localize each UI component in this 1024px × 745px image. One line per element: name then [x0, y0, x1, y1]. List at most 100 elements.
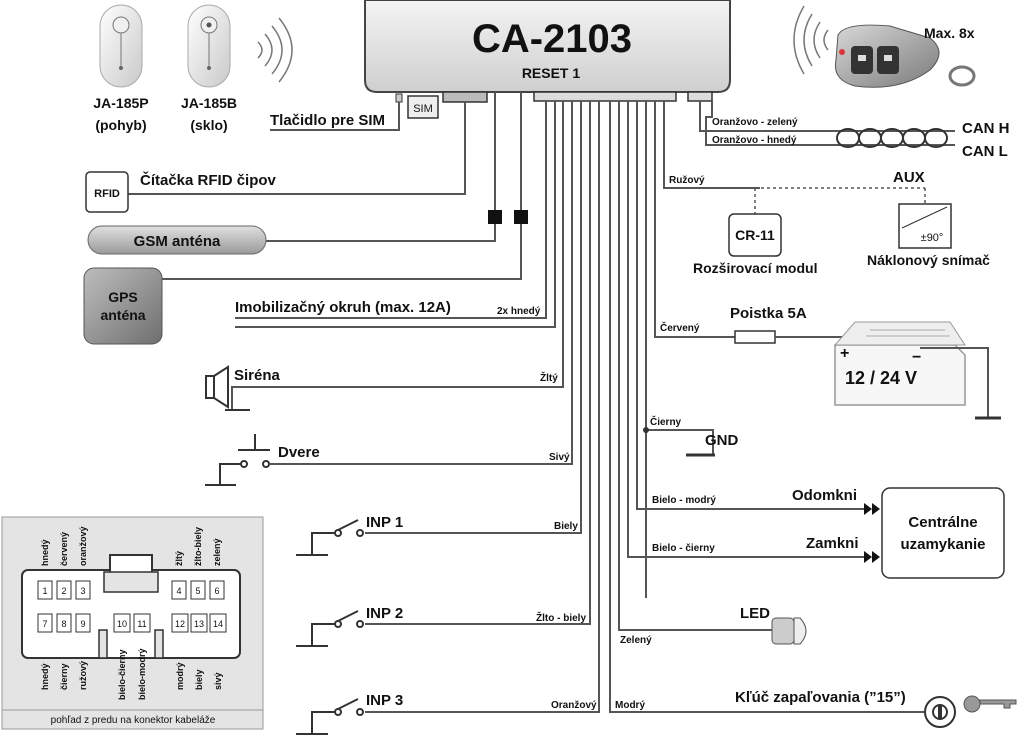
- battery-icon: [833, 321, 966, 406]
- inp2-wire: [365, 101, 591, 625]
- gps-antenna-connector: [514, 210, 528, 224]
- gsm-antenna: [87, 225, 267, 255]
- ignition-wire: [609, 101, 925, 713]
- battery-voltage-label: 12 / 24 V: [845, 368, 917, 388]
- pin-4-color: žltý: [174, 551, 184, 566]
- detector-ja185p: [99, 4, 143, 88]
- ignition-lock-icon: [924, 696, 956, 728]
- led-wire: [618, 101, 772, 631]
- inp3-label: INP 3: [366, 692, 403, 709]
- pin-6: 6: [214, 586, 219, 596]
- can-h-wire-label: Oranžovo - zelený: [712, 117, 798, 128]
- ignition-label: Kľúč zapaľovania (”15”): [735, 689, 906, 706]
- led-wire-label: Zelený: [620, 635, 652, 646]
- rfid-wire: [128, 102, 466, 195]
- cr11-module-box: [728, 213, 782, 257]
- inp1-switch-icon: [296, 519, 364, 556]
- inp2-wire-label: Žlto - biely: [536, 611, 586, 624]
- aux-label: AUX: [893, 169, 925, 186]
- unlock-wire-label: Bielo - modrý: [652, 495, 716, 506]
- rfid-label: Čítačka RFID čipov: [140, 171, 277, 189]
- gnd-wire: [646, 429, 714, 455]
- inp2-switch-icon: [296, 610, 364, 647]
- gsm-antenna-label: GSM anténa: [134, 233, 221, 250]
- pin-13-color: biely: [194, 669, 204, 690]
- aux-dashed-bus: [754, 187, 926, 214]
- pin-11-color: bielo-modrý: [137, 648, 147, 700]
- inp1-label: INP 1: [366, 514, 403, 531]
- can-connector: [687, 91, 713, 102]
- immobilizer-wire-label: 2x hnedý: [497, 306, 541, 317]
- power-wire: [654, 101, 735, 338]
- connector-pinout-panel: 1 2 3 4 5 6 7 8 9 10 11 12 13 14 hnedý č…: [1, 516, 264, 730]
- pin-2-color: červený: [59, 532, 69, 566]
- pin-2: 2: [61, 586, 66, 596]
- can-h-label: CAN H: [962, 120, 1010, 137]
- central-locking-line1: Centrálne: [908, 514, 977, 531]
- rfid-connector: [442, 91, 488, 103]
- cr11-module-name: CR-11: [735, 227, 775, 243]
- inp1-wire-label: Biely: [554, 521, 578, 532]
- pin-13: 13: [194, 619, 204, 629]
- wireless-waves-left-icon: [257, 17, 293, 83]
- battery-ground-wire: [920, 347, 989, 418]
- rfid-box: [85, 171, 129, 213]
- tilt-sensor-icon: [901, 206, 948, 229]
- pin-8-color: čierny: [59, 663, 69, 690]
- central-locking-box: [881, 487, 1005, 579]
- main-harness-connector: [533, 91, 677, 102]
- ignition-wire-label: Modrý: [615, 700, 645, 711]
- detector-ja185b: [187, 4, 231, 88]
- tilt-sensor-label: Náklonový snímač: [867, 252, 990, 268]
- lock-arrow-icon: [864, 551, 880, 563]
- pin-6-color: zelený: [212, 538, 222, 566]
- pin-4: 4: [176, 586, 181, 596]
- gsm-antenna-wire: [265, 224, 496, 242]
- unit-title: CA-2103: [472, 17, 632, 61]
- pin-9: 9: [80, 619, 85, 629]
- door-switch-icon: [205, 434, 270, 486]
- can-l-label: CAN L: [962, 143, 1008, 160]
- pin-9-color: ružový: [78, 661, 88, 690]
- aux-wire-label: Ružový: [669, 175, 705, 186]
- unlock-label: Odomkni: [792, 487, 857, 504]
- control-unit: CA-2103 RESET 1 SIM: [364, 0, 731, 119]
- sim-button-label: Tlačidlo pre SIM: [270, 112, 385, 129]
- can-twisted-pair: [836, 128, 948, 148]
- reset-label: RESET 1: [522, 65, 581, 81]
- gnd-label: GND: [705, 432, 739, 449]
- inp3-switch-icon: [296, 698, 364, 735]
- sim-button-pointer: [270, 102, 400, 131]
- can-h-wire: [699, 101, 955, 132]
- power-wire-label: Červený: [660, 321, 700, 334]
- door-wire: [270, 101, 573, 465]
- lock-wire: [627, 101, 866, 558]
- connector-caption: pohľad z predu na konektor kabeláže: [51, 715, 216, 726]
- lock-label: Zamkni: [806, 535, 859, 552]
- pin-7-color: hnedý: [40, 663, 50, 690]
- detector-2-type: (sklo): [190, 117, 227, 133]
- siren-wire: [231, 101, 564, 410]
- sim-button: [395, 93, 403, 103]
- can-l-wire-label: Oranžovo - hnedý: [712, 135, 797, 146]
- siren-wire-label: Žltý: [540, 371, 558, 384]
- inp1-wire: [365, 101, 582, 534]
- pin-3: 3: [80, 586, 85, 596]
- inp3-wire: [365, 101, 600, 713]
- gps-antenna-wire: [162, 224, 522, 280]
- ignition-key-icon: [963, 695, 1017, 713]
- rfid-box-label: RFID: [94, 188, 120, 200]
- sim-label: SIM: [413, 103, 433, 115]
- pin-14-color: sivý: [213, 672, 223, 690]
- pin-10-color: bielo-čierny: [117, 649, 127, 700]
- pin-8: 8: [61, 619, 66, 629]
- detector-1-model: JA-185P: [93, 95, 148, 111]
- aux-wire: [663, 101, 760, 189]
- detector-1-type: (pohyb): [95, 117, 146, 133]
- cr11-module-label: Rozširovací modul: [693, 260, 817, 276]
- can-l-wire: [705, 101, 955, 146]
- tilt-sensor-box: [898, 203, 952, 249]
- tilt-sensor-range: ±90°: [921, 232, 944, 244]
- siren-icon: [205, 365, 229, 409]
- remote-count-label: Max. 8x: [924, 25, 975, 41]
